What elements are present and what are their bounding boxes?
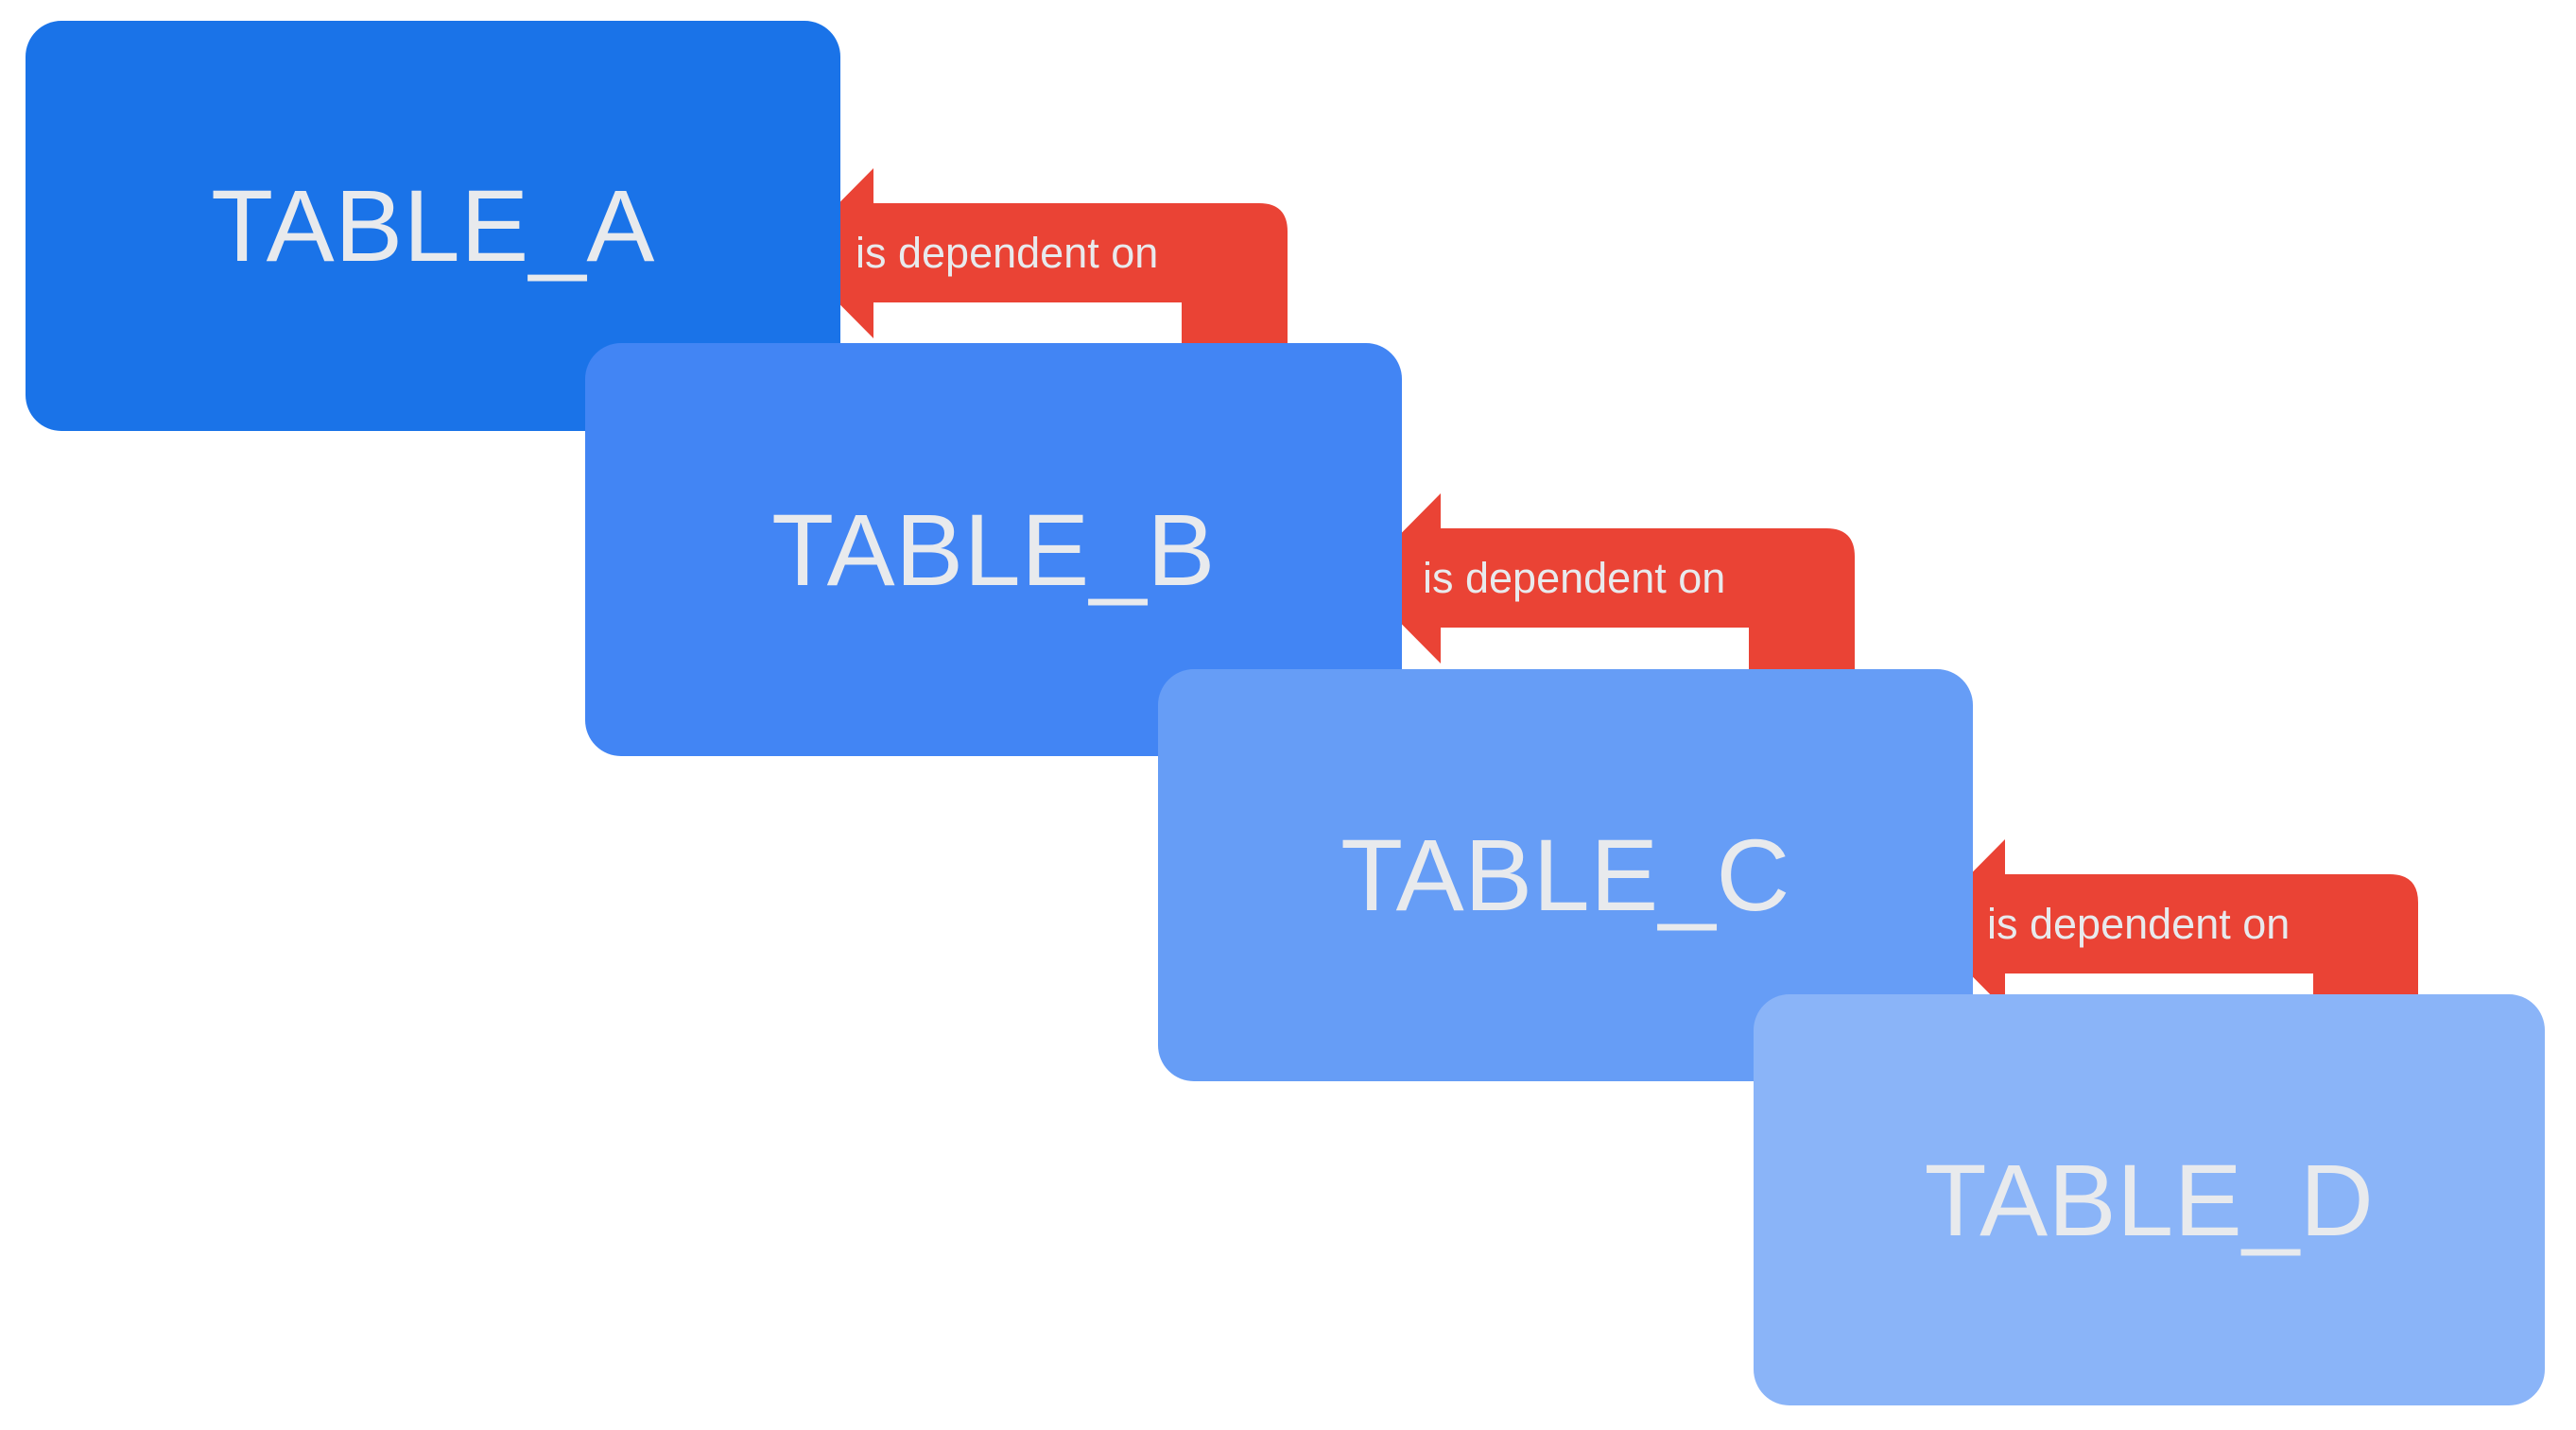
node-label: TABLE_A bbox=[211, 168, 655, 283]
node-label: TABLE_C bbox=[1340, 818, 1790, 932]
edge-label-is-dependent-on: is dependent on bbox=[1423, 554, 1726, 602]
edge-label-is-dependent-on: is dependent on bbox=[856, 229, 1159, 277]
node-label: TABLE_D bbox=[1924, 1142, 2375, 1257]
node-table-d[interactable]: TABLE_D bbox=[1754, 994, 2545, 1405]
edge-label-is-dependent-on: is dependent on bbox=[1987, 900, 2291, 948]
node-label: TABLE_B bbox=[771, 491, 1216, 607]
